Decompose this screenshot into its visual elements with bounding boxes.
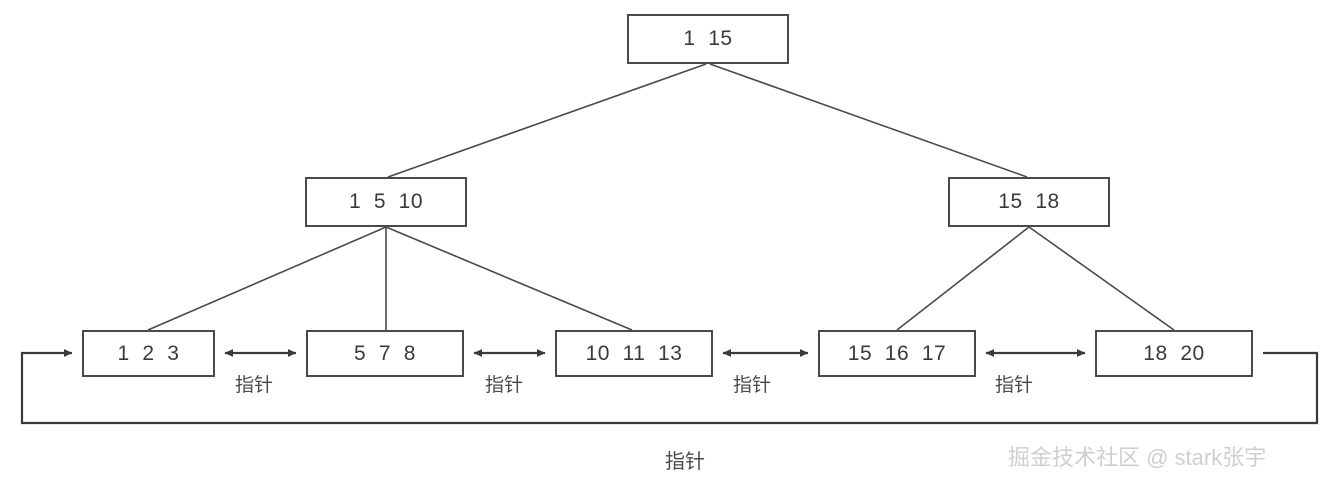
node-leaf-5-keys: 18 20: [1143, 341, 1205, 365]
tree-edges: [147, 63, 1175, 331]
node-internal-right[interactable]: 15 18: [948, 177, 1110, 227]
edge-internal-right-to-leaf-5: [1028, 226, 1175, 331]
node-internal-left[interactable]: 1 5 10: [305, 177, 467, 227]
edge-root-to-internal-left: [387, 63, 707, 178]
node-leaf-3-keys: 10 11 13: [585, 341, 683, 365]
leaf-wrap-link: [20, 349, 1319, 425]
edge-internal-right-to-leaf-4: [896, 226, 1030, 331]
node-leaf-4[interactable]: 15 16 17: [818, 330, 976, 377]
pointer-label-1-2: 指针: [235, 375, 274, 396]
node-root-keys: 1 15: [683, 27, 733, 50]
leaf-wrap-path-right: [20, 349, 1319, 425]
pointer-label-wrap: 指针: [665, 451, 705, 473]
edge-internal-left-to-leaf-3: [385, 226, 633, 331]
node-leaf-2-keys: 5 7 8: [354, 341, 416, 365]
node-leaf-5[interactable]: 18 20: [1095, 330, 1253, 377]
node-root[interactable]: 1 15: [627, 14, 789, 64]
edge-internal-left-to-leaf-1: [147, 226, 387, 331]
node-internal-right-keys: 15 18: [998, 190, 1060, 213]
pointer-label-4-5: 指针: [995, 375, 1034, 396]
node-leaf-2[interactable]: 5 7 8: [306, 330, 464, 377]
node-leaf-4-keys: 15 16 17: [847, 341, 947, 365]
edge-root-to-internal-right: [709, 63, 1028, 178]
node-leaf-1[interactable]: 1 2 3: [82, 330, 215, 377]
node-leaf-1-keys: 1 2 3: [117, 341, 180, 365]
pointer-label-3-4: 指针: [733, 375, 772, 396]
pointer-label-2-3: 指针: [485, 375, 524, 396]
watermark: 掘金技术社区 @ stark张宇: [1008, 445, 1267, 470]
node-leaf-3[interactable]: 10 11 13: [555, 330, 713, 377]
node-internal-left-keys: 1 5 10: [348, 190, 424, 213]
